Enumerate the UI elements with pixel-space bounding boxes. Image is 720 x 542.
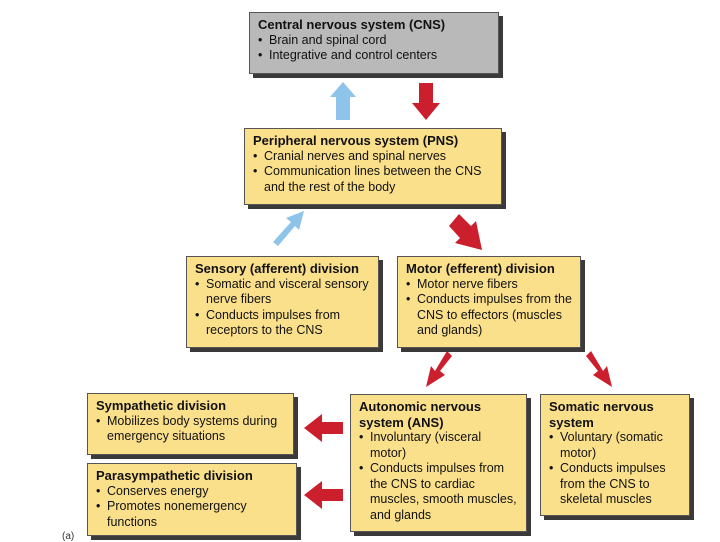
- motor-title: Motor (efferent) division: [406, 261, 555, 276]
- autonomic-box: Autonomic nervous system (ANS) Involunta…: [350, 394, 527, 532]
- autonomic-item: Involuntary (visceral motor): [359, 430, 518, 461]
- sensory-box: Sensory (afferent) division Somatic and …: [186, 256, 379, 348]
- sympathetic-item: Mobilizes body systems during emergency …: [96, 414, 285, 445]
- cns-title: Central nervous system (CNS): [258, 17, 446, 32]
- arrow-pns-to-motor: [449, 214, 482, 250]
- pns-box: Peripheral nervous system (PNS) Cranial …: [244, 128, 502, 205]
- parasympathetic-item: Conserves energy: [96, 484, 288, 500]
- parasympathetic-item: Promotes nonemergency functions: [96, 499, 288, 530]
- motor-box: Motor (efferent) division Motor nerve fi…: [397, 256, 581, 348]
- sympathetic-title: Sympathetic division: [96, 398, 227, 413]
- arrow-pns-to-cns: [330, 82, 356, 120]
- arrow-motor-to-somatic: [586, 351, 612, 387]
- arrow-cns-to-pns: [412, 83, 440, 120]
- cns-item: Integrative and control centers: [258, 48, 490, 64]
- pns-item: Cranial nerves and spinal nerves: [253, 149, 493, 165]
- arrow-sensory-to-pns: [273, 211, 304, 246]
- cns-box: Central nervous system (CNS) Brain and s…: [249, 12, 499, 74]
- arrow-motor-to-autonomic: [426, 351, 452, 387]
- autonomic-item: Conducts impulses from the CNS to cardia…: [359, 461, 518, 523]
- arrow-autonomic-to-sympathetic: [304, 414, 343, 442]
- motor-item: Motor nerve fibers: [406, 277, 572, 293]
- arrow-autonomic-to-parasympathetic: [304, 481, 343, 509]
- sensory-title: Sensory (afferent) division: [195, 261, 359, 276]
- sympathetic-box: Sympathetic division Mobilizes body syst…: [87, 393, 294, 455]
- somatic-item: Conducts impulses from the CNS to skelet…: [549, 461, 681, 508]
- parasympathetic-title: Parasympathetic division: [96, 468, 253, 483]
- cns-item: Brain and spinal cord: [258, 33, 490, 49]
- sensory-item: Conducts impulses from receptors to the …: [195, 308, 370, 339]
- figure-label: (a): [62, 531, 75, 542]
- sensory-item: Somatic and visceral sensory nerve fiber…: [195, 277, 370, 308]
- somatic-title: Somatic nervous system: [549, 399, 654, 430]
- motor-item: Conducts impulses from the CNS to effect…: [406, 292, 572, 339]
- pns-item: Communication lines between the CNS and …: [253, 164, 493, 195]
- somatic-box: Somatic nervous system Voluntary (somati…: [540, 394, 690, 516]
- autonomic-title: Autonomic nervous system (ANS): [359, 399, 482, 430]
- pns-title: Peripheral nervous system (PNS): [253, 133, 459, 148]
- parasympathetic-box: Parasympathetic division Conserves energ…: [87, 463, 297, 536]
- somatic-item: Voluntary (somatic motor): [549, 430, 681, 461]
